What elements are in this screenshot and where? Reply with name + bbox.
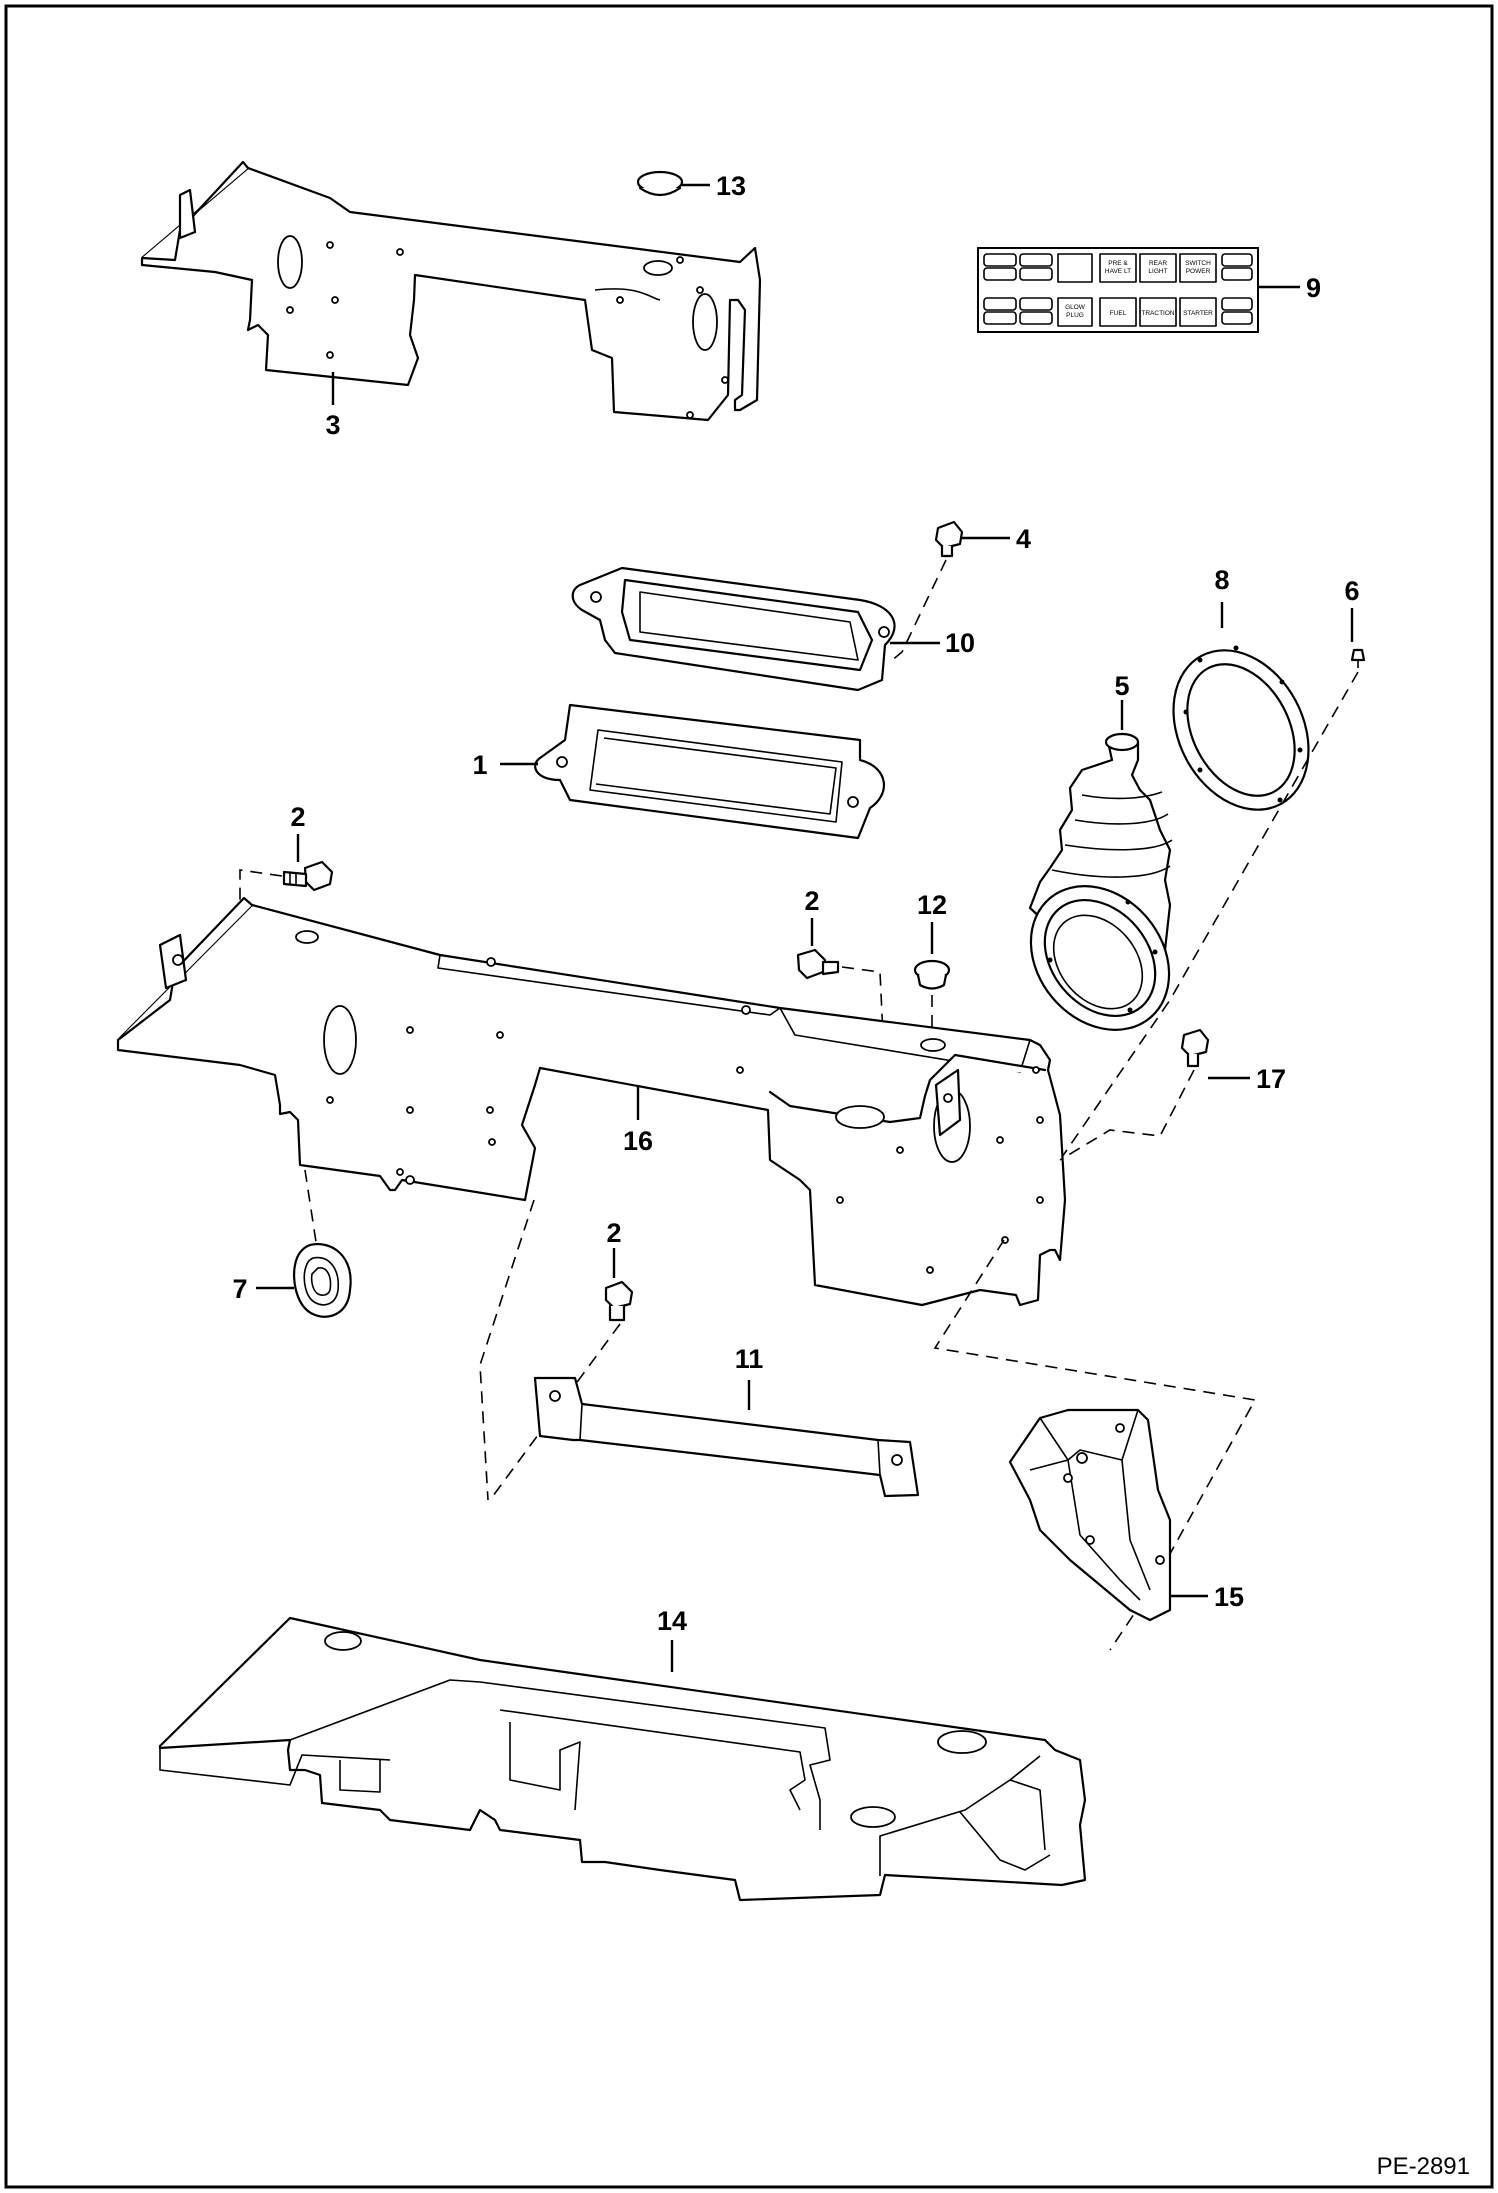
part-11-strap [533, 1376, 920, 1498]
part-16-main-panel [116, 896, 1067, 1307]
callout-13: 13 [716, 171, 746, 201]
part-1-gasket [534, 703, 885, 840]
callout-16: 16 [623, 1126, 653, 1156]
part-3-upper-panel [140, 160, 762, 422]
decal-label-0: PRE &HAVE LT [1105, 260, 1131, 275]
document-code: PE-2891 [1376, 2153, 1470, 2180]
callout-10: 10 [945, 628, 975, 658]
part-12-plug [913, 959, 951, 990]
callout-11: 11 [735, 1344, 764, 1374]
part-15-bracket [1008, 1408, 1172, 1622]
callout-8: 8 [1214, 565, 1229, 595]
callout-15: 15 [1214, 1582, 1244, 1612]
part-14-foam-pad [158, 1616, 1087, 1902]
part-16-clip [934, 1068, 962, 1137]
callout-2-bottom: 2 [606, 1218, 621, 1248]
part-6-screw [1350, 648, 1366, 668]
callout-12: 12 [917, 890, 947, 920]
part-8-ring [1172, 645, 1310, 811]
callout-5: 5 [1114, 671, 1129, 701]
callout-7: 7 [232, 1274, 247, 1304]
part-2-bolt-bottom [604, 1280, 634, 1322]
page-border [4, 4, 1494, 2189]
callout-9: 9 [1306, 273, 1321, 303]
decal-label-5: TRACTION [1141, 310, 1175, 317]
callout-3: 3 [325, 410, 340, 440]
part-2-bolt-left [282, 860, 334, 892]
decal-indicators-right [1221, 253, 1253, 325]
callout-2-middle: 2 [804, 886, 819, 916]
callout-2-top-left: 2 [290, 802, 305, 832]
callout-4: 4 [1016, 524, 1031, 554]
part-7-grommet [293, 1243, 352, 1318]
callout-6: 6 [1344, 576, 1359, 606]
decal-label-4: FUEL [1110, 310, 1127, 317]
decal-label-6: STARTER [1183, 310, 1213, 317]
part-5-boot [1028, 732, 1173, 1031]
callout-14: 14 [657, 1606, 687, 1636]
decal-indicators-left [983, 253, 1093, 325]
part-2-bolt-middle [796, 948, 840, 980]
callout-17: 17 [1256, 1064, 1286, 1094]
part-13-plug [636, 170, 684, 197]
part-4-screw [934, 520, 964, 558]
callout-1: 1 [472, 750, 487, 780]
part-17-screw [1180, 1028, 1210, 1068]
part-10-gasket-frame [571, 566, 896, 692]
